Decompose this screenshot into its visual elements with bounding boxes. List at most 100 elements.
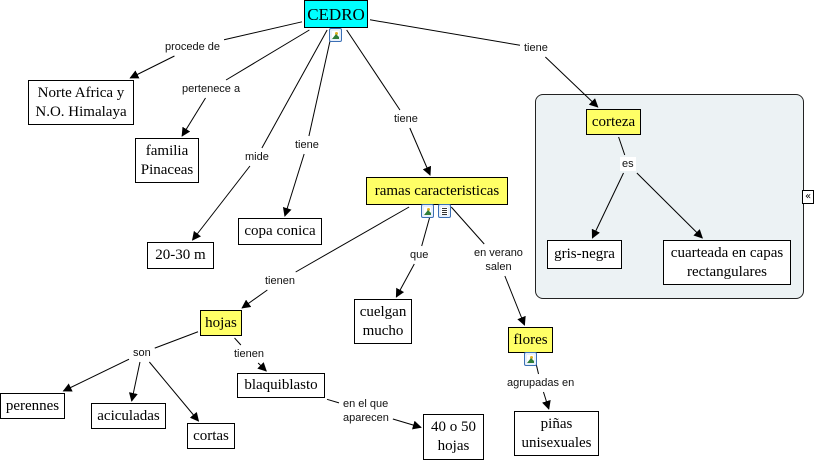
image-resource-icon[interactable] bbox=[421, 204, 434, 218]
concept-node-copa-conica[interactable]: copa conica bbox=[238, 218, 322, 245]
concept-label: 20-30 m bbox=[155, 247, 206, 263]
linking-phrase-en-verano-salen[interactable]: en verano salen bbox=[472, 246, 525, 274]
connection-line-ramas-tienen_hojas bbox=[295, 206, 410, 273]
connection-arrow-es-cuarteada bbox=[636, 172, 703, 239]
concept-node-cuelgan-mucho[interactable]: cuelgan mucho bbox=[354, 299, 412, 344]
document-resource-icon[interactable] bbox=[438, 204, 451, 218]
linking-phrase-tiene-corteza[interactable]: tiene bbox=[522, 41, 550, 55]
linking-phrase-mide[interactable]: mide bbox=[243, 150, 271, 164]
linking-phrase-que[interactable]: que bbox=[408, 248, 431, 262]
concept-node-corteza[interactable]: corteza bbox=[586, 109, 641, 135]
linking-phrase-es[interactable]: es bbox=[620, 157, 636, 171]
image-resource-icon[interactable] bbox=[329, 28, 342, 42]
connection-arrow-tiene_corteza-corteza bbox=[545, 56, 599, 108]
image-resource-icon[interactable] bbox=[524, 352, 537, 366]
concept-node-flores[interactable]: flores bbox=[508, 327, 553, 353]
connection-line-cedro-procede bbox=[223, 21, 303, 41]
linking-phrase-agrupadas-en[interactable]: agrupadas en bbox=[505, 376, 577, 390]
concept-label: cuelgan mucho bbox=[359, 303, 407, 339]
connection-arrow-procede-norte bbox=[129, 55, 175, 79]
concept-node-cedro[interactable]: CEDRO bbox=[304, 0, 368, 28]
linking-phrase-tiene-copa[interactable]: tiene bbox=[293, 138, 321, 152]
connection-arrow-tienen_hojas-hojas bbox=[241, 289, 268, 309]
concept-label: ramas caracteristicas bbox=[374, 182, 500, 199]
concept-label: gris-negra bbox=[554, 246, 615, 262]
collapse-group-button[interactable]: « bbox=[802, 190, 814, 204]
concept-node-aciculadas[interactable]: aciculadas bbox=[91, 403, 166, 429]
concept-label: flores bbox=[513, 331, 548, 348]
concept-label: familia Pinaceas bbox=[140, 142, 194, 178]
phrase-text: tiene bbox=[295, 139, 319, 151]
concept-node-altura[interactable]: 20-30 m bbox=[147, 242, 214, 269]
connection-line-cedro-tiene_corteza bbox=[369, 19, 521, 46]
phrase-text: son bbox=[133, 347, 151, 359]
phrase-text: en el que aparecen bbox=[343, 398, 389, 424]
concept-label: hojas bbox=[205, 314, 237, 331]
connection-line-ramas-verano bbox=[450, 206, 485, 245]
concept-label: copa conica bbox=[244, 223, 316, 239]
concept-node-hojas[interactable]: hojas bbox=[200, 310, 242, 336]
connection-line-blaquiblasto-enelque bbox=[326, 398, 340, 404]
phrase-text: es bbox=[622, 158, 634, 170]
phrase-text: que bbox=[410, 249, 429, 261]
concept-label: cuarteada en capas rectangulares bbox=[670, 244, 784, 280]
connection-line-cedro-tiene_ramas bbox=[346, 29, 401, 111]
connection-line-cedro-tiene_copa bbox=[308, 29, 333, 137]
concept-label: CEDRO bbox=[307, 4, 365, 24]
phrase-text: en verano salen bbox=[474, 247, 523, 273]
concept-node-norte-africa[interactable]: Norte Africa y N.O. Himalaya bbox=[28, 80, 134, 125]
linking-phrase-tienen-blaquiblasto[interactable]: tienen bbox=[232, 347, 266, 361]
connection-line-cedro-mide bbox=[261, 29, 328, 149]
phrase-text: tiene bbox=[524, 42, 548, 54]
connection-arrow-es-gris bbox=[591, 172, 624, 239]
concept-node-40-o-50-hojas[interactable]: 40 o 50 hojas bbox=[423, 414, 484, 460]
connection-line-hojas-tienen_blaq bbox=[234, 337, 242, 346]
concept-label: aciculadas bbox=[97, 407, 160, 424]
concept-label: 40 o 50 hojas bbox=[431, 419, 476, 454]
linking-phrase-pertenece-a[interactable]: pertenece a bbox=[180, 82, 243, 96]
concept-label: perennes bbox=[5, 397, 60, 414]
phrase-text: agrupadas en bbox=[507, 377, 575, 389]
phrase-text: pertenece a bbox=[182, 83, 241, 95]
connection-arrow-pertenece-familia bbox=[181, 97, 206, 137]
concept-node-pinas-unisexuales[interactable]: piñas unisexuales bbox=[514, 411, 599, 456]
linking-phrase-son[interactable]: son bbox=[131, 346, 153, 360]
concept-label: corteza bbox=[591, 113, 636, 130]
connection-arrow-tiene_ramas-ramas bbox=[409, 127, 432, 176]
linking-phrase-tienen-hojas[interactable]: tienen bbox=[263, 274, 297, 288]
connection-line-hojas-son bbox=[154, 331, 199, 349]
connection-arrow-tiene_copa-copa bbox=[282, 153, 305, 217]
concept-node-ramas-caracteristicas[interactable]: ramas caracteristicas bbox=[366, 177, 508, 205]
concept-node-familia-pinaceas[interactable]: familia Pinaceas bbox=[135, 138, 199, 183]
phrase-text: tienen bbox=[234, 348, 264, 360]
connection-arrow-son-aciculadas bbox=[128, 361, 141, 402]
phrase-text: mide bbox=[245, 151, 269, 163]
connection-arrow-tienen_blaq-blaquiblasto bbox=[257, 362, 267, 372]
concept-node-cuarteada[interactable]: cuarteada en capas rectangulares bbox=[663, 240, 791, 285]
concept-node-blaquiblasto[interactable]: blaquiblasto bbox=[237, 373, 325, 398]
connection-arrow-mide-altura bbox=[191, 165, 251, 241]
connection-line-corteza-es bbox=[618, 136, 626, 156]
linking-phrase-en-el-que-aparecen[interactable]: en el que aparecen bbox=[341, 397, 391, 425]
connection-arrow-verano-flores bbox=[504, 275, 526, 326]
linking-phrase-procede-de[interactable]: procede de bbox=[163, 40, 223, 54]
connection-arrow-son-cortas bbox=[148, 361, 200, 422]
concept-label: cortas bbox=[193, 427, 229, 444]
concept-label: Norte Africa y N.O. Himalaya bbox=[35, 84, 127, 120]
connection-arrow-son-perennes bbox=[62, 358, 130, 392]
concept-label: blaquiblasto bbox=[244, 377, 318, 393]
phrase-text: procede de bbox=[165, 41, 221, 53]
phrase-text: tienen bbox=[265, 275, 295, 287]
concept-node-cortas[interactable]: cortas bbox=[187, 423, 235, 449]
linking-phrase-tiene-ramas[interactable]: tiene bbox=[392, 112, 420, 126]
connection-line-cedro-pertenece bbox=[225, 29, 310, 81]
connection-arrow-enelque-cuarenta bbox=[392, 418, 422, 430]
concept-node-perennes[interactable]: perennes bbox=[0, 393, 65, 419]
concept-label: piñas unisexuales bbox=[521, 415, 592, 451]
phrase-text: tiene bbox=[394, 113, 418, 125]
connection-arrow-agrupadas-pinas bbox=[542, 391, 551, 410]
concept-node-gris-negra[interactable]: gris-negra bbox=[547, 240, 622, 269]
connection-arrow-que-cuelgan bbox=[395, 263, 415, 298]
